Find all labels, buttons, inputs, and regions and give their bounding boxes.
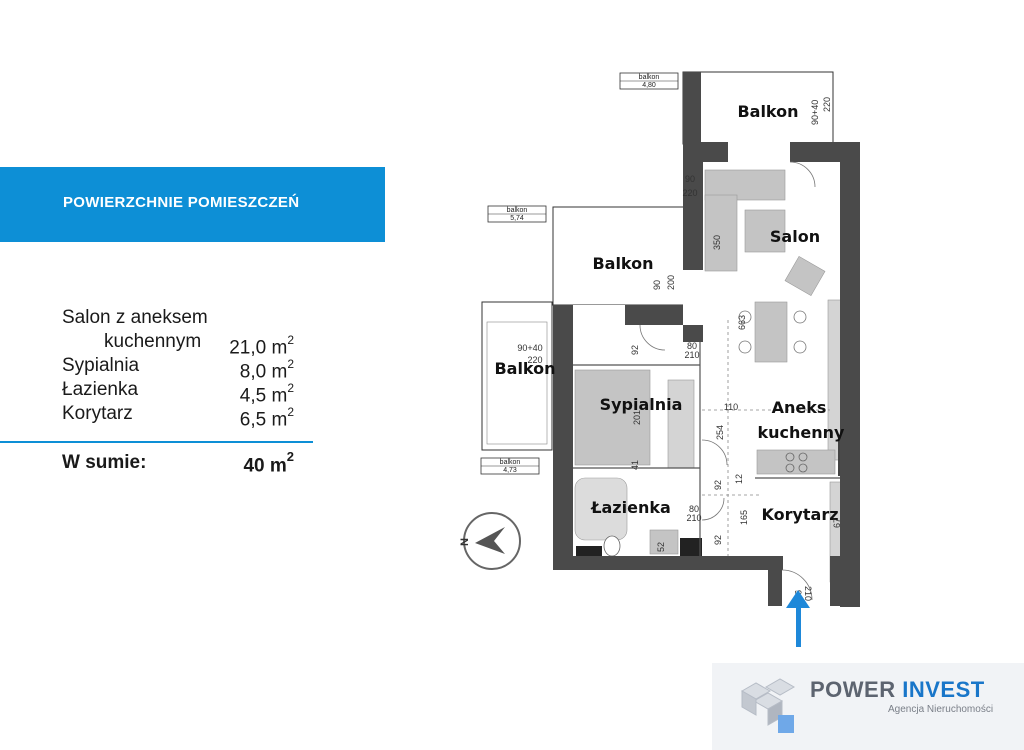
kitchen-island <box>756 449 836 475</box>
divider-line <box>0 441 313 443</box>
furniture <box>574 169 853 583</box>
balcony-tag-3: balkon 4,73 <box>480 457 540 475</box>
svg-text:90: 90 <box>685 174 695 184</box>
wardrobe <box>667 379 695 469</box>
entrance-arrow-icon <box>786 590 810 647</box>
label-korytarz: Korytarz <box>761 505 838 524</box>
total-value: 40 m2 <box>243 449 294 477</box>
radiators <box>576 538 702 556</box>
svg-text:210: 210 <box>684 350 699 360</box>
balcony-tag-2: balkon 5,74 <box>487 205 547 223</box>
logo: POWER INVEST Agencja Nieruchomości <box>712 663 1024 750</box>
svg-text:41: 41 <box>630 460 640 470</box>
svg-text:12: 12 <box>734 474 744 484</box>
toilet <box>603 535 621 557</box>
balcony-tag-1: balkon 4,80 <box>619 72 679 90</box>
svg-text:balkon: balkon <box>639 74 660 81</box>
svg-text:200: 200 <box>666 275 676 290</box>
svg-text:201: 201 <box>632 410 642 425</box>
door-swings <box>639 161 816 601</box>
logo-name: POWER INVEST <box>810 677 985 702</box>
label-balkon-mid: Balkon <box>592 254 653 273</box>
exterior-walls <box>553 72 860 607</box>
room-name: Korytarz <box>62 403 133 424</box>
bathtub <box>574 477 628 541</box>
compass-icon: N <box>459 512 521 570</box>
svg-text:663: 663 <box>737 315 747 330</box>
sofa-side <box>704 194 738 272</box>
svg-text:210: 210 <box>686 513 701 523</box>
label-aneks: Aneks <box>772 398 827 417</box>
balcony-left-inner <box>486 321 548 445</box>
label-kuchenny: kuchenny <box>758 423 846 442</box>
svg-text:92: 92 <box>713 535 723 545</box>
room-row-lazienka: Łazienka 4,5 m2 <box>62 378 294 406</box>
svg-text:balkon: balkon <box>507 207 528 214</box>
svg-text:220: 220 <box>527 355 542 365</box>
stove-burners <box>785 452 808 473</box>
washing-machine <box>649 529 679 555</box>
svg-text:67: 67 <box>832 518 842 528</box>
svg-text:N: N <box>459 538 471 546</box>
header-banner: POWIERZCHNIE POMIESZCZEŃ <box>0 167 385 242</box>
room-area: 8,0 m2 <box>239 357 294 383</box>
room-name: Sypialnia <box>62 355 140 376</box>
total-label: W sumie: <box>62 452 147 473</box>
svg-text:110: 110 <box>724 402 738 412</box>
svg-text:90+40: 90+40 <box>810 100 820 125</box>
svg-text:4,73: 4,73 <box>503 467 517 474</box>
svg-text:92: 92 <box>630 345 640 355</box>
svg-text:220: 220 <box>822 97 832 112</box>
coffee-table <box>744 209 786 253</box>
svg-text:92: 92 <box>713 480 723 490</box>
label-salon: Salon <box>770 227 820 246</box>
dashed-lines <box>702 320 830 556</box>
page-title: POWIERZCHNIE POMIESZCZEŃ <box>63 194 300 211</box>
room-areas-list: Salon z aneksem kuchennym 21,0 m2 Sypial… <box>62 306 294 430</box>
svg-text:90: 90 <box>652 280 662 290</box>
room-name-cont: kuchennym <box>104 331 202 352</box>
dining-table <box>754 301 788 363</box>
label-lazienka: Łazienka <box>590 498 671 517</box>
label-sypialnia: Sypialnia <box>600 395 683 414</box>
svg-text:80: 80 <box>689 504 699 514</box>
svg-text:220: 220 <box>682 188 697 198</box>
armchair <box>784 255 826 297</box>
floor-plan-drawing: Balkon Salon Balkon Balkon Sypialnia Ane… <box>459 71 860 647</box>
label-balkon-left: Balkon <box>494 359 555 378</box>
floor-plan: Balkon Salon Balkon Balkon Sypialnia Ane… <box>450 60 870 660</box>
room-row-salon-cont: kuchennym 21,0 m2 <box>62 330 294 358</box>
room-row-sypialnia: Sypialnia 8,0 m2 <box>62 354 294 382</box>
room-row-salon: Salon z aneksem <box>62 306 294 330</box>
room-row-korytarz: Korytarz 6,5 m2 <box>62 402 294 430</box>
svg-text:350: 350 <box>712 235 722 250</box>
bed <box>574 369 651 466</box>
dining-chairs <box>738 310 807 354</box>
room-name: Łazienka <box>62 379 139 400</box>
room-area: 21,0 m2 <box>229 333 294 359</box>
svg-text:165: 165 <box>739 510 749 525</box>
svg-text:90+40: 90+40 <box>517 343 542 353</box>
room-area: 4,5 m2 <box>239 381 294 407</box>
room-area: 6,5 m2 <box>239 405 294 431</box>
room-name: Salon z aneksem <box>62 307 208 328</box>
svg-text:balkon: balkon <box>500 459 521 466</box>
svg-text:254: 254 <box>715 425 725 440</box>
window-openings <box>573 142 790 325</box>
svg-text:4,80: 4,80 <box>642 82 656 89</box>
interior-walls <box>560 340 850 558</box>
svg-text:5,74: 5,74 <box>510 215 524 222</box>
label-balkon-top: Balkon <box>737 102 798 121</box>
logo-tagline: Agencja Nieruchomości <box>888 704 994 715</box>
svg-text:210: 210 <box>803 586 813 601</box>
svg-text:80: 80 <box>687 341 697 351</box>
sofa-back <box>704 169 786 201</box>
cube-logo-icon <box>740 678 796 733</box>
balcony-left-outline <box>481 301 553 451</box>
svg-text:52: 52 <box>656 542 666 552</box>
total-area-row: W sumie: 40 m2 <box>62 449 294 480</box>
